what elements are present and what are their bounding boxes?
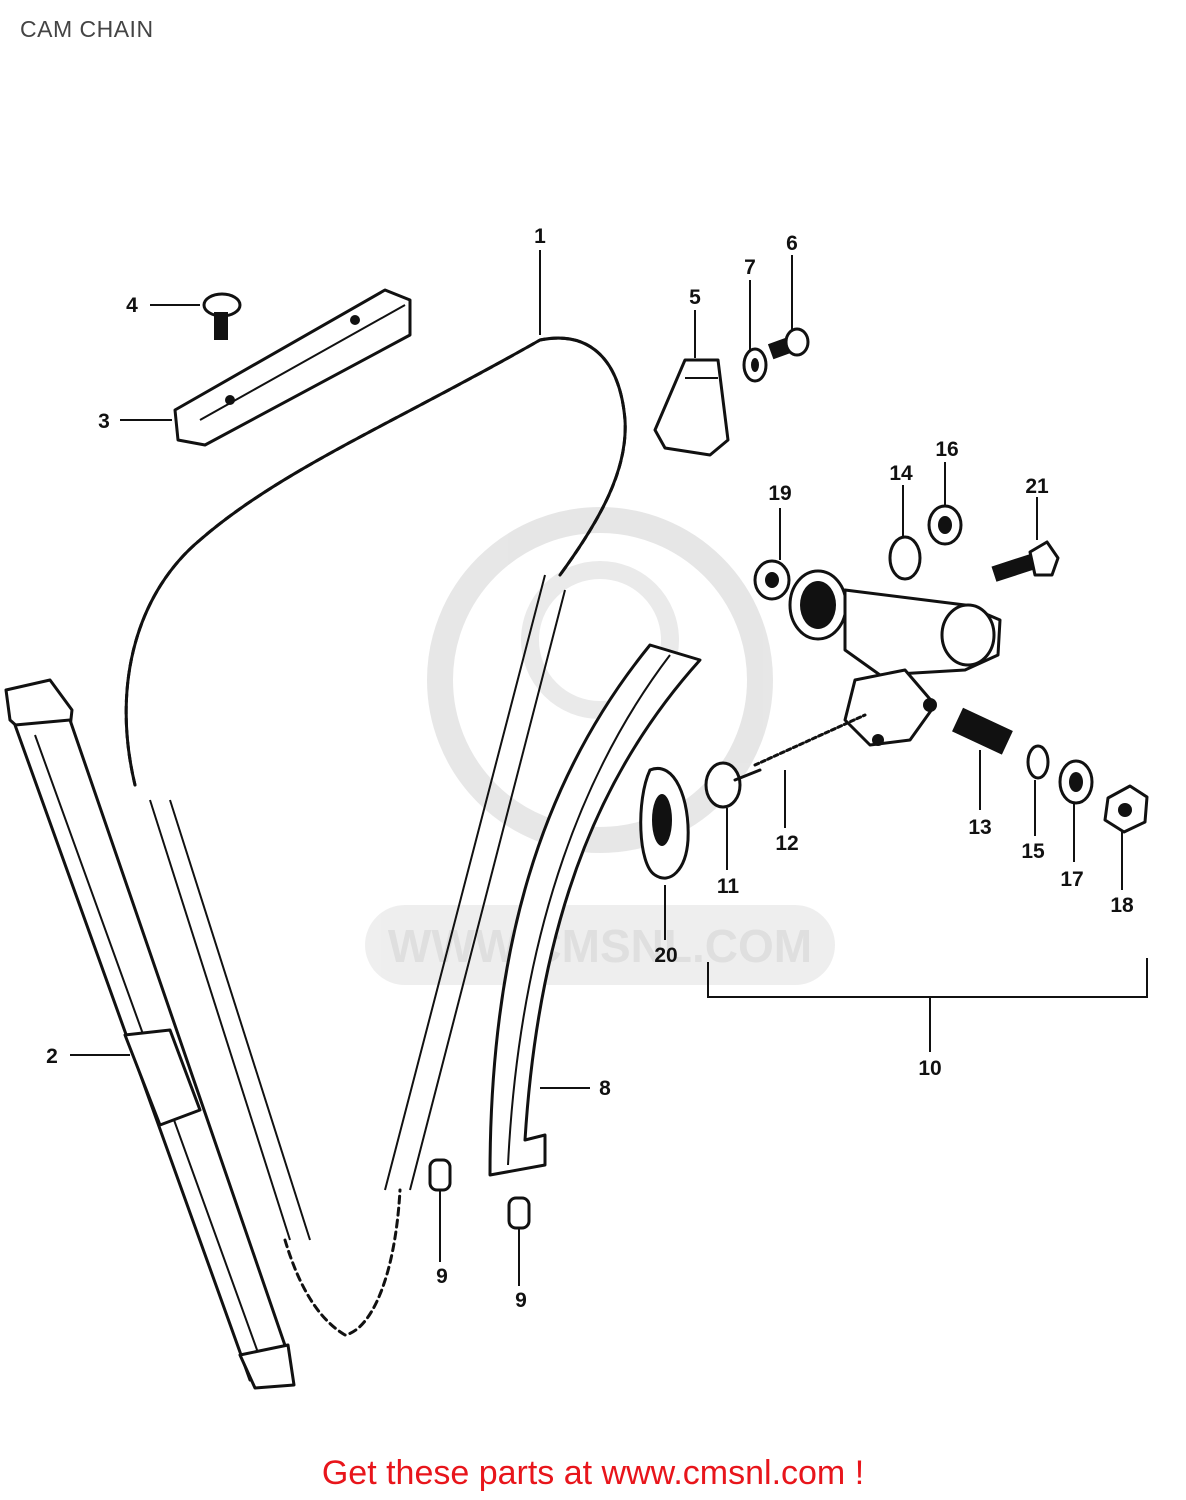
callout-19: 19 (768, 482, 791, 505)
part-spring-13[interactable] (952, 707, 1013, 755)
callout-4: 4 (126, 294, 138, 317)
part-gasket-20[interactable] (639, 766, 690, 880)
part-o-ring-14[interactable] (888, 535, 922, 581)
part-bolt-4[interactable] (202, 292, 242, 340)
callout-8: 8 (599, 1077, 611, 1100)
callout-21: 21 (1025, 475, 1049, 498)
callout-3: 3 (98, 410, 110, 433)
watermark: WWW.CMSNL.COM (365, 507, 835, 985)
callout-numbers: 1 2 3 4 5 6 7 8 9 9 10 11 12 13 14 15 16… (46, 225, 1134, 1312)
callout-11: 11 (717, 875, 740, 898)
callout-7: 7 (744, 256, 756, 279)
part-nut-18[interactable] (1103, 784, 1149, 834)
callout-10: 10 (918, 1057, 941, 1080)
part-push-rod-11[interactable] (704, 761, 762, 809)
part-cam-chain[interactable] (124, 336, 627, 1337)
callout-9b: 9 (515, 1289, 527, 1312)
leader-lines (70, 250, 1148, 1286)
watermark-text: WWW.CMSNL.COM (388, 920, 812, 972)
callout-20: 20 (654, 944, 677, 967)
callout-17: 17 (1060, 868, 1083, 891)
part-spring-12[interactable] (753, 713, 867, 767)
callout-12: 12 (775, 832, 798, 855)
footer-parts-link[interactable]: Get these parts at www.cmsnl.com ! (321, 1454, 865, 1492)
callout-15: 15 (1021, 840, 1045, 863)
callout-9a: 9 (436, 1265, 448, 1288)
callout-16: 16 (935, 438, 958, 461)
callout-5: 5 (689, 286, 701, 309)
callout-13: 13 (968, 816, 991, 839)
part-bolt-6[interactable] (767, 327, 810, 360)
part-chain-guide-top[interactable] (173, 288, 412, 447)
callout-6: 6 (786, 232, 798, 255)
callout-18: 18 (1110, 894, 1134, 917)
page-title: CAM CHAIN (20, 16, 154, 42)
part-washer-19[interactable] (753, 559, 791, 601)
callout-14: 14 (889, 462, 913, 485)
part-dowel-9b[interactable] (507, 1196, 531, 1230)
part-o-ring-15[interactable] (1026, 744, 1050, 780)
part-washer-17[interactable] (1058, 759, 1094, 805)
part-chain-guide-front[interactable] (4, 678, 296, 1390)
part-cushion-5[interactable] (653, 358, 730, 457)
part-tensioner-body[interactable] (788, 569, 1002, 747)
part-tensioner-guide-8[interactable] (488, 643, 702, 1177)
callout-2: 2 (46, 1045, 58, 1068)
part-washer-7[interactable] (742, 347, 768, 383)
part-dowel-9a[interactable] (428, 1158, 452, 1192)
callout-1: 1 (534, 225, 546, 248)
part-bolt-21[interactable] (991, 540, 1060, 582)
part-washer-16[interactable] (927, 504, 963, 546)
